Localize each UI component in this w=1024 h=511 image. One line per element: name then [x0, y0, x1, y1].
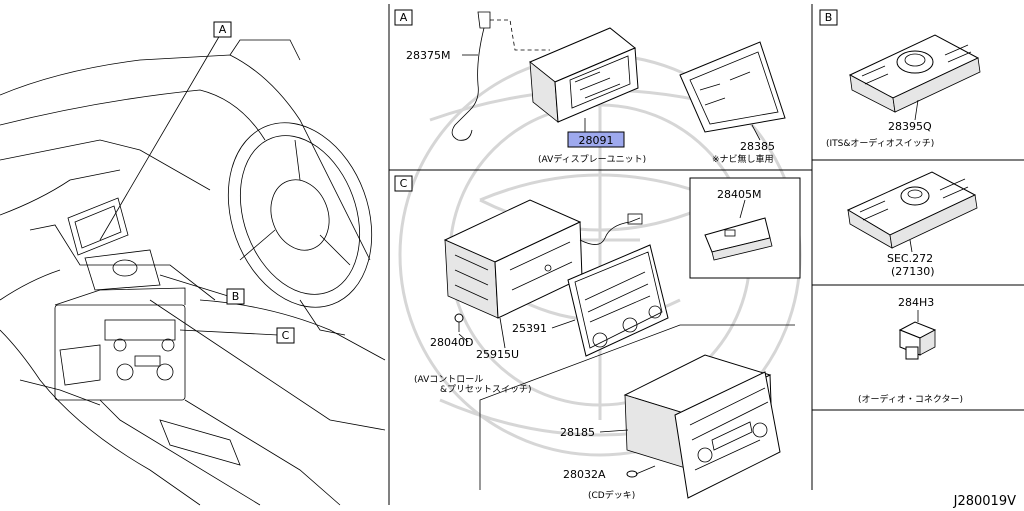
panel-a-tag: A — [400, 11, 408, 24]
part-display-label[interactable]: 28091 — [579, 134, 614, 147]
cover-plate-part — [679, 41, 786, 133]
part-cable-label: 28375M — [406, 49, 450, 62]
part-controller-label: 25391 — [512, 322, 547, 335]
caption-cover: ※ナビ無し車用 — [712, 153, 774, 165]
climate-switch-part — [846, 171, 978, 249]
panel-a-tag-box — [394, 9, 413, 26]
cd-deck-part — [623, 354, 781, 499]
cd-screw-part — [626, 465, 656, 478]
callout-b-box — [226, 288, 245, 305]
caption-av-2: &プリセットスイッチ) — [440, 384, 532, 395]
caption-av: (AVコントロール — [414, 375, 483, 385]
bracket-part — [704, 217, 773, 261]
audio-connector-part — [898, 321, 937, 360]
callout-c-label: C — [282, 329, 290, 342]
part-cd-label: 28185 — [560, 426, 595, 439]
part-bracket-label: 28405M — [717, 188, 761, 201]
its-audio-switch-part — [848, 34, 981, 113]
panel-b-tag: B — [825, 11, 833, 24]
panel-frames — [388, 4, 1024, 505]
callout-c-box — [276, 327, 295, 344]
part-switch-label: 28395Q — [888, 120, 932, 133]
caption-display: (AVディスプレーユニット) — [538, 153, 646, 165]
callout-b-label: B — [232, 290, 240, 303]
part-display-highlight[interactable] — [567, 131, 625, 148]
dashboard-overview — [0, 34, 386, 506]
av-display-unit-part — [529, 27, 639, 123]
sec-sub-label: (27130) — [891, 265, 935, 278]
panel-b-tag-box — [819, 9, 838, 26]
screw-part — [454, 313, 464, 332]
cd-deck-leader — [479, 324, 795, 490]
part-cd-screw-label: 28032A — [563, 468, 606, 481]
part-unit-label: 25915U — [476, 348, 519, 361]
sec-ref-label: SEC.272 — [887, 252, 933, 265]
caption-connector: (オーディオ・コネクター) — [858, 393, 963, 405]
callout-a-label: A — [219, 23, 227, 36]
part-connector-label: 284H3 — [898, 296, 934, 309]
preset-switch-panel-part — [567, 244, 669, 357]
part-cover-label: 28385 — [740, 140, 775, 153]
caption-switch: (ITS&オーディオスイッチ) — [826, 137, 934, 149]
cable-harness-part — [451, 11, 550, 141]
part-screw-label: 28040D — [430, 336, 473, 349]
caption-cd: (CDデッキ) — [588, 489, 635, 501]
diagram-id: J280019V — [953, 494, 1016, 509]
panel-c-tag: C — [400, 177, 408, 190]
av-control-unit-part — [443, 199, 643, 319]
panel-c-tag-box — [394, 175, 413, 192]
callout-a-box — [213, 21, 232, 38]
